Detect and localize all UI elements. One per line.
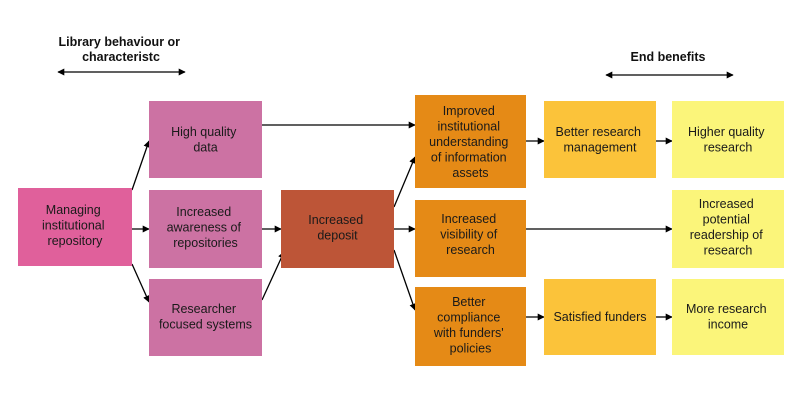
- arrow-deposit-to-understanding: [393, 156, 416, 208]
- node-label: Improved institutional understanding of …: [429, 104, 512, 180]
- node-better-compliance: Better compliance with funders' policies: [415, 287, 526, 366]
- node-box: [672, 101, 784, 178]
- node-increased-readership: Increased potential readership of resear…: [672, 190, 784, 268]
- node-box: [415, 200, 526, 277]
- arrow-managing-to-high-quality: [131, 140, 151, 191]
- node-label: Increased visibility of research: [440, 212, 500, 257]
- node-box: [18, 188, 132, 266]
- arrow-managing-to-researcher: [131, 263, 150, 303]
- node-label: Satisfied funders: [553, 310, 646, 324]
- node-box: [672, 190, 784, 268]
- node-researcher-systems: Researcher focused systems: [149, 279, 262, 356]
- heading-left-line: characteristc: [82, 50, 160, 64]
- node-satisfied-funders: Satisfied funders: [544, 279, 656, 355]
- node-box: [281, 190, 394, 268]
- node-high-quality-data: High quality data: [149, 101, 262, 178]
- heading-right: End benefits: [630, 50, 705, 64]
- node-box: [149, 190, 262, 268]
- node-managing-repository: Managing institutional repository: [18, 188, 132, 266]
- node-label: Increased awareness of repositories: [167, 205, 245, 250]
- connectors: [131, 121, 673, 321]
- node-box: [149, 101, 262, 178]
- node-label: Researcher focused systems: [159, 302, 252, 332]
- node-label: Better research management: [556, 125, 645, 155]
- arrow-researcher-to-deposit: [261, 251, 285, 301]
- node-label: Increased potential readership of resear…: [690, 197, 766, 258]
- node-label: High quality data: [171, 125, 240, 155]
- heading-left: Library behaviour or characteristc: [58, 35, 183, 64]
- heading-right-line: End benefits: [630, 50, 705, 64]
- node-higher-quality-research: Higher quality research: [672, 101, 784, 178]
- node-label: Better compliance with funders' policies: [433, 295, 507, 356]
- node-increased-visibility: Increased visibility of research: [415, 200, 526, 277]
- node-box: [544, 101, 656, 178]
- node-label: More research income: [686, 302, 770, 332]
- arrow-deposit-to-compliance: [393, 249, 417, 311]
- node-increased-deposit: Increased deposit: [281, 190, 394, 268]
- node-label: Higher quality research: [688, 125, 768, 155]
- node-box: [544, 279, 656, 355]
- node-more-research-income: More research income: [672, 279, 784, 355]
- heading-left-line: Library behaviour or: [58, 35, 180, 49]
- node-label: Increased deposit: [308, 213, 366, 243]
- node-increased-awareness: Increased awareness of repositories: [149, 190, 262, 268]
- node-box: [672, 279, 784, 355]
- node-box: [415, 95, 526, 188]
- node-label: Managing institutional repository: [42, 203, 108, 248]
- node-better-research-management: Better research management: [544, 101, 656, 178]
- node-improved-understanding: Improved institutional understanding of …: [415, 95, 526, 188]
- node-box: [415, 287, 526, 366]
- node-box: [149, 279, 262, 356]
